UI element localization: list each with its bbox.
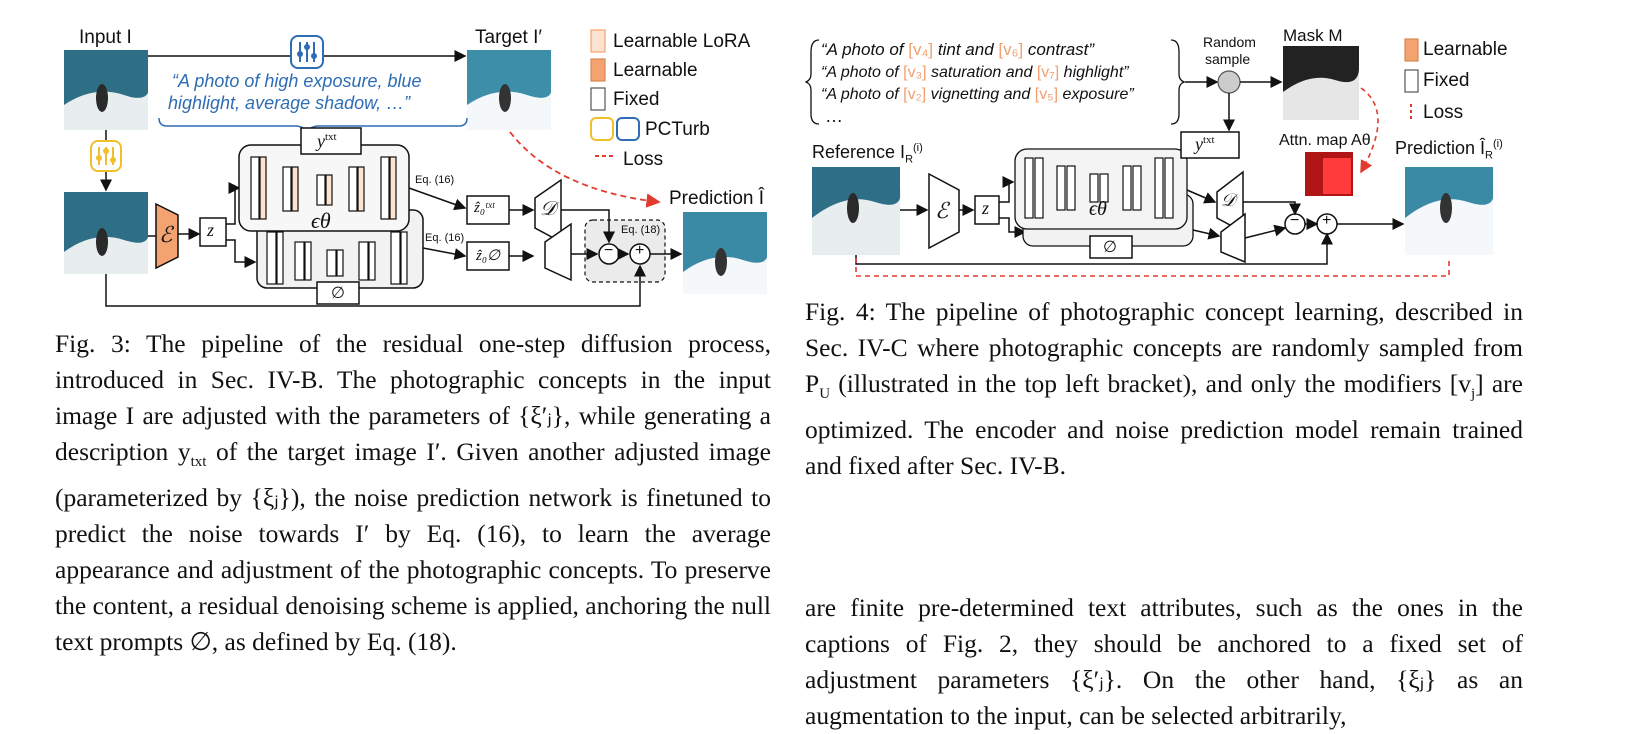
pcturb-yellow-icon: [90, 140, 122, 172]
prediction-image: [683, 212, 767, 294]
left-bracket: [805, 39, 820, 125]
encoder-label-fig4: ℰ: [935, 198, 949, 223]
quote-line-2: “A photo of [v₃] saturation and [v₇] hig…: [821, 64, 1129, 81]
z-label: z: [207, 220, 215, 240]
target-image: [467, 50, 551, 130]
loss-arrow: [509, 131, 661, 208]
minus-label-fig4: −: [1290, 212, 1300, 229]
eps-theta-label: ϵθ: [311, 208, 331, 233]
fig3-diagram: [90, 29, 683, 307]
decoder-bottom: [544, 222, 572, 282]
null-label-fig4: ∅: [1103, 239, 1117, 256]
quote-line-3: “A photo of [v₂] vignetting and [v₅] exp…: [821, 86, 1134, 103]
legend-fig3: [590, 29, 640, 157]
prediction-label-fig4: Prediction ÎR(i): [1395, 138, 1503, 162]
mask-label: Mask M: [1283, 26, 1343, 45]
prompt-text-line2: highlight, average shadow, …”: [168, 93, 411, 113]
eq18-label: Eq. (18): [621, 224, 661, 236]
pcturb-blue-icon: [290, 35, 324, 69]
figure-4: “A photo of [v₄] tint and [v₆] contrast”…: [805, 22, 1535, 284]
mask-attn-loss: [1360, 87, 1379, 174]
encoder-block: [155, 202, 179, 270]
legend-loss: Loss: [623, 149, 664, 170]
fig4-diagram: [805, 38, 1494, 277]
random-sample-label-1: Random: [1203, 34, 1256, 50]
eq16-top: Eq. (16): [415, 174, 455, 186]
minus-label: −: [604, 242, 614, 259]
plus-label-fig4: +: [1322, 212, 1332, 229]
figure-3: Input I Target I′ Prediction Î “A photo …: [55, 20, 785, 320]
random-sample-node: [1217, 70, 1241, 94]
random-sample-label-2: sample: [1205, 51, 1251, 67]
z-box: [199, 217, 227, 247]
legend-pcturb: PCTurb: [645, 119, 710, 140]
residual-skip-line: [105, 264, 646, 307]
attn-label: Attn. map Aθ: [1279, 132, 1371, 149]
y-txt-label: ytxt: [317, 131, 337, 151]
eq16-bottom: Eq. (16): [425, 232, 465, 244]
prompt-text-line1: “A photo of high exposure, blue: [172, 71, 422, 91]
z0-txt-label: ẑ₀ᵗˣᵗ: [474, 200, 495, 216]
y-txt-box: [300, 127, 362, 155]
z-label-fig4: z: [982, 198, 990, 218]
body-text-column: are finite pre-determined text attribute…: [805, 593, 1523, 730]
right-bracket: [1170, 39, 1186, 125]
encoder-block-fig4: [928, 172, 960, 250]
legend-loss-fig4: Loss: [1423, 102, 1464, 123]
plus-label: +: [635, 242, 645, 259]
encoder-label: ℰ: [159, 222, 173, 247]
target-label: Target I′: [475, 27, 542, 48]
caption-fig4: Fig. 4: The pipeline of photographic con…: [805, 297, 1523, 481]
quote-ellipsis: …: [825, 106, 843, 126]
eps-theta-label-fig4: ϵθ: [1089, 198, 1107, 220]
legend-fixed-fig4: Fixed: [1423, 70, 1470, 91]
input-label: Input I: [79, 27, 132, 48]
y-txt-label-fig4: ytxt: [1195, 134, 1215, 154]
quote-line-1: “A photo of [v₄] tint and [v₆] contrast”: [821, 40, 1095, 59]
reference-label: Reference IR(i): [812, 142, 923, 166]
legend-learnable-fig4: Learnable: [1423, 39, 1508, 60]
caption-fig3: Fig. 3: The pipeline of the residual one…: [55, 329, 771, 657]
legend-lora: Learnable LoRA: [613, 31, 751, 52]
decoder-label-fig4: 𝒟: [1221, 190, 1236, 210]
z0-null-label: ẑ₀∅: [476, 248, 501, 264]
legend-fixed: Fixed: [613, 89, 660, 110]
null-label: ∅: [331, 285, 345, 302]
legend-learnable: Learnable: [613, 60, 698, 81]
null-box: [316, 281, 360, 305]
prediction-label: Prediction Î: [669, 188, 765, 209]
decoder-label: 𝒟: [540, 198, 556, 220]
adjusted-input-image: [64, 192, 148, 274]
loss-line-fig4: [855, 258, 1450, 277]
input-image: [64, 50, 148, 130]
